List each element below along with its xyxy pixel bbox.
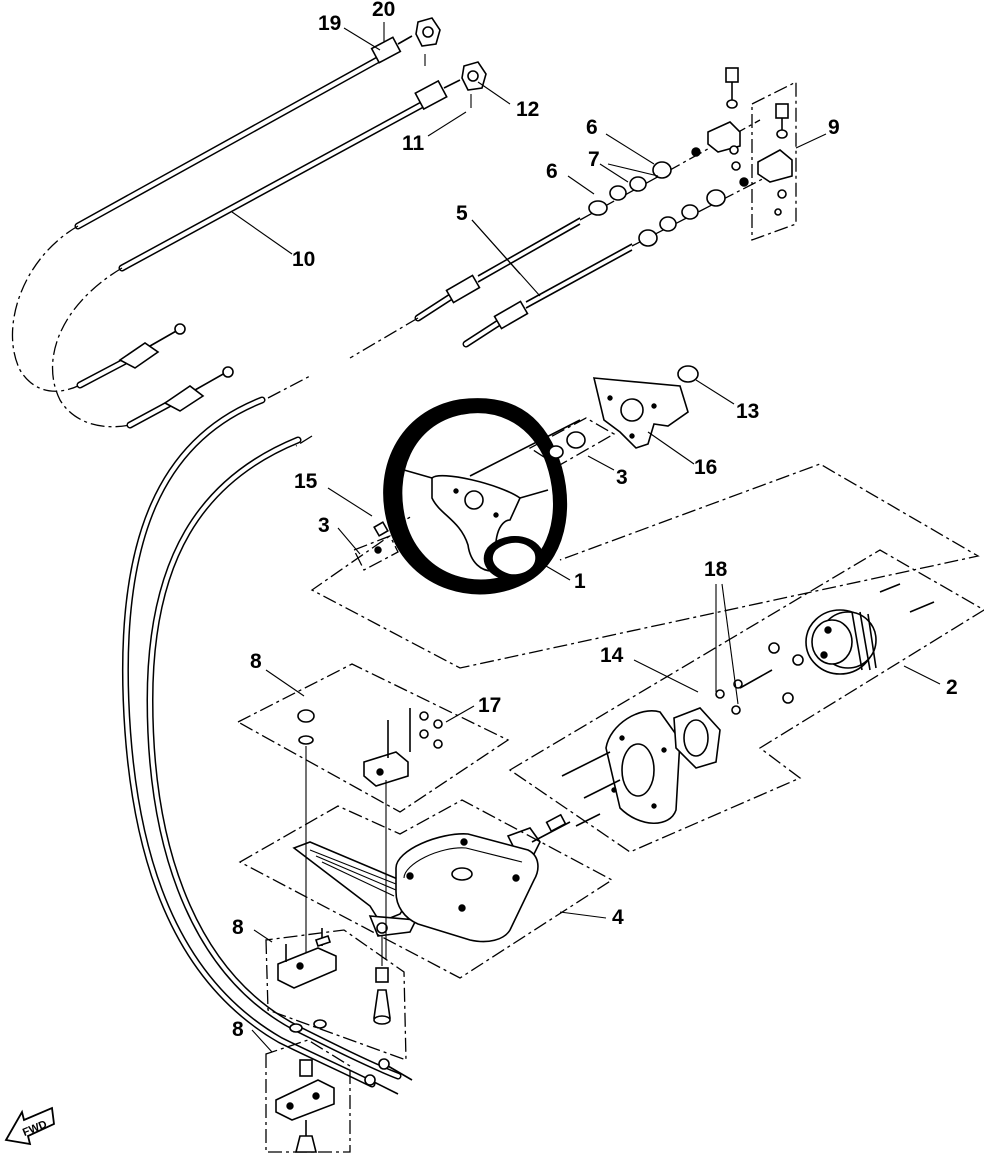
cable-fitting-top-right xyxy=(414,61,487,111)
side-cable-bundle xyxy=(121,396,413,1095)
callout-1: 1 xyxy=(574,570,586,593)
callout-6-lower: 6 xyxy=(546,160,558,183)
cable-eye xyxy=(222,366,234,378)
callout-15: 15 xyxy=(294,470,318,493)
bracket-lower-b xyxy=(265,1039,351,1153)
callout-8-middle: 8 xyxy=(232,916,244,939)
clevis-assembly-right xyxy=(757,103,793,216)
callout-18: 18 xyxy=(704,558,728,581)
callout-16: 16 xyxy=(694,456,717,479)
helm-mount-flange xyxy=(605,707,721,824)
callout-14: 14 xyxy=(600,644,624,667)
cable-end-fitting xyxy=(163,385,205,412)
leader-lines xyxy=(231,22,941,1053)
steering-wheel xyxy=(383,398,568,595)
nut-washer-set-lower xyxy=(638,177,749,247)
bracket-lower-a xyxy=(265,928,407,1061)
callout-6-upper: 6 xyxy=(586,116,598,139)
callout-8-lower: 8 xyxy=(232,1018,244,1041)
callout-2: 2 xyxy=(946,676,958,699)
control-cable-upper xyxy=(11,48,396,392)
callout-20: 20 xyxy=(372,0,395,21)
callout-labels: 19 20 12 11 10 6 7 6 9 5 13 16 3 15 3 1 … xyxy=(232,0,958,1041)
callout-8-upper: 8 xyxy=(250,650,262,673)
control-cable-lower xyxy=(52,92,442,429)
bracket-upper xyxy=(236,663,510,960)
callout-11: 11 xyxy=(402,132,425,155)
callout-7: 7 xyxy=(588,148,600,171)
callout-12: 12 xyxy=(516,98,539,121)
cable-fitting-top-left xyxy=(370,17,441,66)
helm-unit xyxy=(805,609,877,675)
cable-eye xyxy=(174,323,186,335)
callout-3-lower: 3 xyxy=(318,514,330,537)
push-pull-cable-upper xyxy=(414,217,581,322)
helm-fasteners xyxy=(561,642,804,827)
callout-9: 9 xyxy=(828,116,840,139)
fwd-arrow-icon: FWD xyxy=(4,1106,55,1146)
callout-17: 17 xyxy=(478,694,501,717)
foot-pedal-assembly xyxy=(292,833,539,943)
cable-end-fitting xyxy=(118,342,160,369)
callout-4: 4 xyxy=(612,906,624,929)
callout-19: 19 xyxy=(318,12,341,35)
callout-5: 5 xyxy=(456,202,468,225)
callout-13: 13 xyxy=(736,400,759,423)
callout-3-upper: 3 xyxy=(616,466,628,489)
wheel-hub-parts xyxy=(353,417,616,571)
clevis-assembly-left xyxy=(707,67,741,171)
push-pull-cable-lower xyxy=(462,243,633,348)
nut-washer-set-upper xyxy=(588,147,701,216)
callout-10: 10 xyxy=(292,248,315,271)
cap xyxy=(677,365,699,383)
